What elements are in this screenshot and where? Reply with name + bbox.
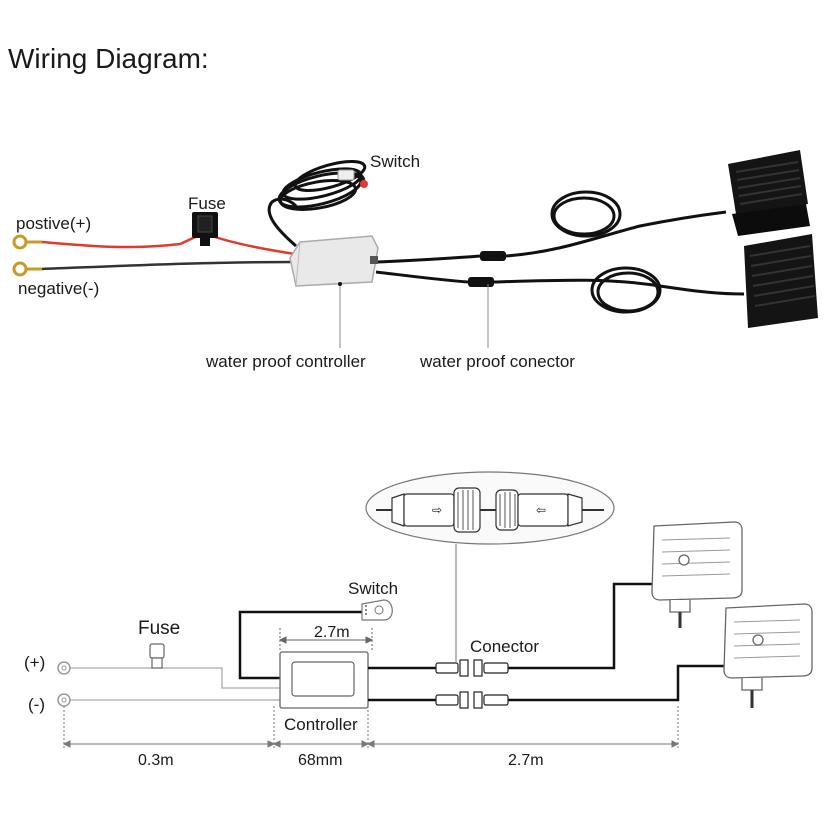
waterproof-controller: [289, 235, 379, 287]
positive-wire-to-controller: [211, 234, 296, 256]
controller-symbol: [279, 651, 369, 709]
negative-wire: [41, 260, 295, 271]
lamp-cable-length: 2.7m: [508, 752, 544, 769]
positive-label-schematic: (+): [24, 653, 45, 672]
output-wire-lower: [368, 664, 740, 702]
switch-cable-coil: [267, 159, 367, 248]
output-wire-upper: [368, 582, 660, 670]
connector-detail: ⇨ ⇦: [365, 471, 615, 662]
negative-terminal: [12, 261, 42, 277]
switch-plug: [337, 169, 368, 188]
photo-section: Switch Fuse postive(+) negative(-) water…: [12, 150, 818, 371]
controller-label: water proof controller: [205, 352, 366, 371]
positive-label: postive(+): [16, 214, 91, 233]
switch-label: Switch: [370, 152, 420, 171]
controller-label-schematic: Controller: [284, 715, 358, 734]
positive-terminal: [12, 234, 42, 250]
fuse-label: Fuse: [188, 194, 226, 213]
switch-wire: [238, 610, 372, 680]
lamp-upper: [651, 521, 743, 628]
dimension-switch-cable: [278, 628, 374, 652]
connector-lower: [435, 691, 509, 709]
fuse-holder: [192, 212, 218, 246]
dimension-baseline: [62, 706, 680, 750]
led-pod-upper: [728, 150, 810, 236]
lamp-cable-lower: [375, 270, 469, 284]
page-title: Wiring Diagram:: [8, 43, 209, 74]
connector-label-schematic: Conector: [470, 637, 539, 656]
fuse-symbol: [149, 643, 165, 669]
switch-cable-length: 2.7m: [314, 624, 350, 641]
connector-upper: [435, 659, 509, 677]
positive-wire: [41, 234, 201, 249]
lamp-cable-upper: [377, 254, 481, 264]
negative-terminal-schematic: [57, 693, 71, 707]
svg-text:⇨: ⇨: [432, 503, 442, 517]
led-pod-lower: [744, 234, 818, 328]
fuse-label-schematic: Fuse: [138, 618, 180, 639]
switch-label-schematic: Switch: [348, 579, 398, 598]
connector-label: water proof conector: [419, 352, 575, 371]
svg-text:⇦: ⇦: [536, 503, 546, 517]
lamp-lower: [723, 603, 813, 708]
positive-terminal-schematic: [57, 661, 71, 675]
fuse-lead-length: 0.3m: [138, 752, 174, 769]
schematic-section: ⇨ ⇦: [24, 471, 813, 769]
negative-label-schematic: (-): [28, 695, 45, 714]
lamp-cable-coils: [493, 190, 745, 314]
positive-input-wire: [70, 667, 280, 689]
negative-label: negative(-): [18, 279, 99, 298]
switch-symbol: [361, 599, 393, 621]
controller-size: 68mm: [298, 752, 342, 769]
